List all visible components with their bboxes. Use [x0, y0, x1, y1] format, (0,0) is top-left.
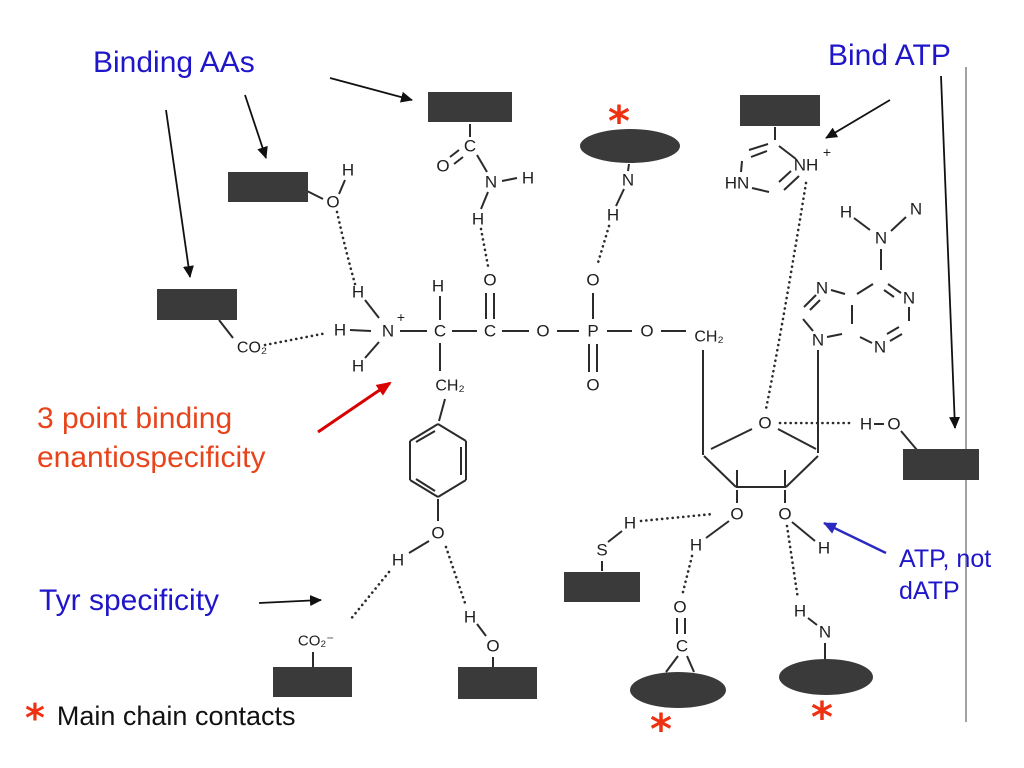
atom-label: NH	[794, 156, 819, 175]
atom-label: O	[586, 376, 599, 395]
atom-label: H	[392, 551, 404, 570]
atom-label: P	[587, 322, 598, 341]
atom-label: +	[397, 309, 405, 325]
binding-aas-label: Binding AAs	[93, 46, 255, 79]
redacted-residue-ellipse	[630, 672, 726, 708]
redacted-residue-box	[903, 449, 979, 480]
atom-label: H	[522, 169, 534, 188]
main-chain-asterisks-group: * * *	[608, 97, 833, 754]
annotation-arrow	[165, 109, 194, 278]
atom-label: N	[819, 623, 831, 642]
atom-label: O	[778, 505, 791, 524]
three-point-line2: enantiospecificity	[37, 441, 266, 474]
atom-label: O	[730, 505, 743, 524]
atom-label: N	[903, 289, 915, 308]
annotation-arrow-blue	[823, 521, 887, 555]
atom-label: H	[860, 415, 872, 434]
residue-ellipses-group	[580, 129, 873, 708]
atom-label: HN	[725, 174, 750, 193]
redacted-residue-box	[458, 667, 537, 699]
atom-label: H	[472, 210, 484, 229]
atom-label: O	[486, 637, 499, 656]
atom-label: H	[607, 206, 619, 225]
atom-label: CO₂⁻	[298, 633, 334, 650]
main-chain-contact-asterisk: *	[608, 97, 630, 146]
atom-label: H	[342, 161, 354, 180]
redacted-residue-box	[228, 172, 308, 202]
three-point-binding-label: 3 point binding enantiospecificity	[37, 399, 265, 477]
bonds-group	[218, 124, 918, 673]
legend-asterisk: *	[25, 696, 45, 740]
atom-label: CH₂	[435, 378, 464, 395]
atom-label: O	[887, 415, 900, 434]
main-chain-contacts-legend: * Main chain contacts	[25, 696, 296, 744]
atp-not-line2: dATP	[899, 577, 960, 605]
redacted-residue-box	[428, 92, 512, 122]
bind-atp-label: Bind ATP	[828, 39, 951, 72]
atom-label: N	[812, 331, 824, 350]
redacted-residue-box	[564, 572, 640, 602]
atp-not-line1: ATP, not	[899, 545, 992, 573]
atom-label: N	[382, 322, 394, 341]
redacted-residue-ellipse	[779, 659, 873, 695]
residue-boxes-group	[157, 92, 979, 699]
annotation-arrow	[258, 595, 322, 607]
atom-label: O	[640, 322, 653, 341]
atom-label: CH₂	[694, 329, 723, 346]
redacted-residue-box	[740, 95, 820, 126]
atom-label: O	[586, 271, 599, 290]
atom-label: C	[676, 637, 688, 656]
annotation-arrow-red	[317, 381, 392, 434]
atom-label: S	[596, 541, 607, 560]
atom-label: H	[840, 203, 852, 222]
atom-label: H	[690, 536, 702, 555]
redacted-residue-box	[273, 667, 352, 697]
atom-label: O	[326, 193, 339, 212]
tyr-specificity-label: Tyr specificity	[39, 584, 220, 617]
atom-label: C	[464, 137, 476, 156]
atp-not-datp-label: ATP, not dATP	[899, 543, 991, 607]
main-chain-contact-asterisk: *	[650, 705, 672, 754]
atom-label: +	[823, 144, 831, 160]
atom-label: H	[334, 321, 346, 340]
atom-label: O	[483, 271, 496, 290]
atom-label: N	[874, 338, 886, 357]
atom-label: C	[434, 322, 446, 341]
atom-label: H	[818, 539, 830, 558]
atom-label: O	[758, 414, 771, 433]
atom-label: H	[432, 277, 444, 296]
atom-label: H	[794, 602, 806, 621]
atom-label: H	[352, 283, 364, 302]
atom-label: O	[536, 322, 549, 341]
annotation-arrow	[940, 75, 961, 429]
redacted-residue-ellipse	[580, 129, 680, 163]
atom-label: N	[875, 229, 887, 248]
redacted-residue-box	[157, 289, 237, 320]
atom-label: C	[484, 322, 496, 341]
atom-label: H	[352, 357, 364, 376]
annotation-arrow	[244, 94, 268, 159]
main-chain-contact-asterisk: *	[811, 693, 833, 742]
atom-label: O	[673, 598, 686, 617]
atom-label: N	[485, 173, 497, 192]
atom-label: N	[622, 171, 634, 190]
atom-label: N	[910, 200, 922, 219]
atom-label: O	[436, 157, 449, 176]
three-point-line1: 3 point binding	[37, 402, 233, 435]
hydrogen-bonds-group	[263, 181, 856, 622]
annotation-arrows-group	[165, 75, 961, 607]
atom-label: H	[464, 608, 476, 627]
atom-label: CO₂	[237, 340, 267, 357]
atom-label: N	[816, 279, 828, 298]
annotation-arrow	[329, 77, 413, 103]
atom-label: H	[624, 514, 636, 533]
annotation-arrow	[825, 99, 891, 139]
atom-label: O	[431, 524, 444, 543]
legend-text: Main chain contacts	[56, 701, 296, 731]
